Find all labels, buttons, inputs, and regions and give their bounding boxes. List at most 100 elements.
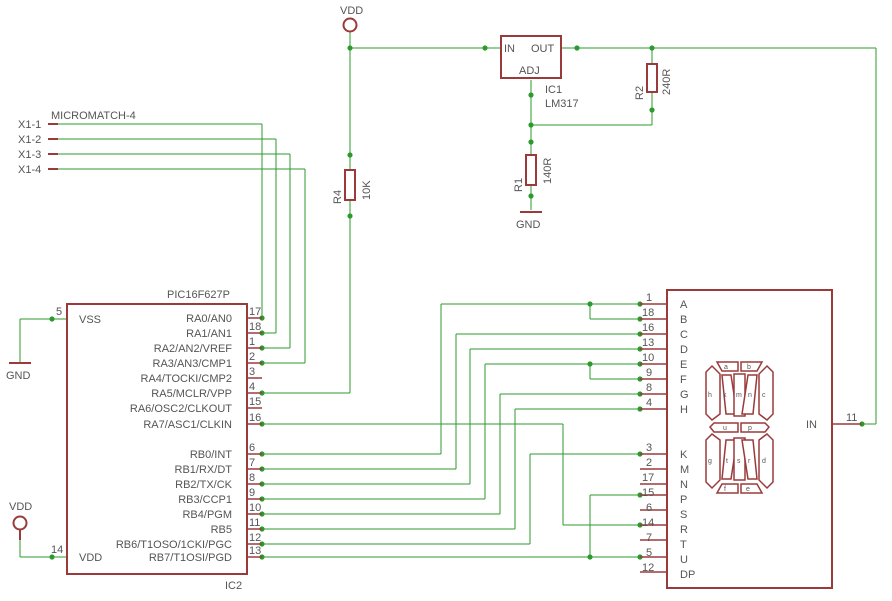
regulator-ic1: IN OUT ADJ IC1 LM317 [500,35,579,110]
r4-value: 10K [361,180,373,200]
mcu-vdd-label: VDD [79,552,102,564]
display-pin-label: DP [680,569,695,581]
segment-letter: a [724,364,728,371]
gnd-regulator-symbol: GND [516,211,542,231]
display-pin-number: 3 [646,442,652,454]
connector-pin-4: X1-4 [18,164,41,176]
segment-glyph: a b h k m n c u p g t s r d f e [705,361,774,494]
segment-letter: t [726,458,728,465]
mcu-pin-label: RB2/TX/CK [175,479,233,491]
display-in-pin: 11 [846,412,857,424]
display-pin-number: 16 [642,322,654,334]
mcu-pin-number: 18 [249,321,261,333]
mcu-vdd-pin: 14 [51,544,63,556]
segment-letter: m [736,392,742,399]
mcu-pin-label: RA1/AN1 [186,328,232,340]
connector-pin-1: X1-1 [18,119,41,131]
display-pin-number: 1 [646,292,652,304]
vdd-top-symbol: VDD [340,5,363,33]
segment-letter: e [746,486,750,493]
display-16-segment: IN 11 1 18 16 13 10 9 [640,289,862,589]
connector-pin-2: X1-2 [18,134,41,146]
vdd-left-symbol: VDD [9,501,32,540]
display-pin-label: K [680,449,688,461]
mcu-pin-label: RB3/CCP1 [178,494,232,506]
display-pin-label: A [680,299,688,311]
display-pin-label: G [680,389,689,401]
segment-letter: b [747,364,751,371]
display-pin-label: M [680,464,689,476]
display-pin-label: C [680,329,688,341]
display-pin-number: 4 [646,397,652,409]
resistor-r4: R4 10K [332,169,373,204]
display-in-label: IN [806,419,817,431]
segment-letter: c [762,392,766,399]
gnd-regulator-label: GND [516,219,541,231]
mcu-pin-label: RA0/AN0 [186,313,232,325]
mcu-pin-label: RA3/AN3/CMP1 [153,358,232,370]
mcu-vss-pin: 5 [56,306,62,318]
mcu-ic2: PIC16F627P IC2 VSS 5 VDD 14 RA0/AN0 RA1/… [51,289,262,592]
display-pin-label: F [680,374,687,386]
segment-letter: f [724,486,726,493]
gnd-mcu-label: GND [6,370,31,382]
mcu-pin-label: RA2/AN2/VREF [154,343,233,355]
display-pin-label: E [680,359,687,371]
segment-letter: p [748,425,752,432]
junctions [49,45,865,560]
mcu-pin-label: RA7/ASC1/CLKIN [143,419,232,431]
display-pin-number: 8 [646,382,652,394]
mcu-pin-number: 6 [249,442,255,454]
regulator-pin-adj: ADJ [519,65,540,77]
r1-name: R1 [513,178,525,192]
mcu-pin-number: 8 [249,472,255,484]
display-pin-label: S [680,509,687,521]
display-pin-number: 17 [642,472,654,484]
display-pin-number: 5 [646,547,652,559]
mcu-pin-label: RA6/OSC2/CLKOUT [130,403,232,415]
segment-letter: n [748,392,752,399]
mcu-pin-number: 9 [249,487,255,499]
display-pin-number: 10 [642,352,654,364]
regulator-name: IC1 [545,84,562,96]
r1-value: 140R [542,158,554,184]
vdd-left-label: VDD [9,501,32,513]
mcu-part: PIC16F627P [167,289,230,301]
mcu-pin-number: 11 [249,517,260,529]
mcu-pin-number: 16 [249,412,261,424]
mcu-pin-label: RB6/T1OSO/1CKI/PGC [116,539,232,551]
display-pin-label: N [680,479,688,491]
display-pin-number: 18 [642,307,654,319]
display-pin-label: H [680,404,688,416]
segment-letter: g [708,458,712,465]
display-pin-number: 15 [642,487,654,499]
display-pin-number: 6 [646,502,652,514]
display-pin-label: D [680,344,688,356]
mcu-pin-label: RB5 [211,524,232,536]
resistor-r2: R2 240R [634,63,673,100]
mcu-pin-number: 7 [249,457,255,469]
mcu-pin-number: 17 [249,306,261,318]
regulator-pin-in: IN [504,43,515,55]
display-pin-label: B [680,314,687,326]
display-pin-label: U [680,554,688,566]
r4-name: R4 [332,190,344,204]
mcu-pin-number: 1 [249,336,255,348]
mcu-pin-number: 10 [249,502,261,514]
r2-name: R2 [634,86,646,100]
segment-letter: d [762,458,766,465]
display-pin-label: T [680,539,687,551]
mcu-pin-number: 3 [249,366,255,378]
regulator-pin-out: OUT [531,43,555,55]
mcu-pin-number: 12 [249,532,261,544]
mcu-pin-label: RA5/MCLR/VPP [151,388,232,400]
mcu-pin-number: 4 [249,381,255,393]
mcu-pin-label: RB7/T1OSI/PGD [149,552,232,564]
mcu-pin-label: RB1/RX/DT [175,464,233,476]
segment-letter: r [748,458,751,465]
display-pin-number: 12 [642,562,654,574]
regulator-value: LM317 [545,98,579,110]
r2-value: 240R [661,69,673,95]
display-pin-label: R [680,524,688,536]
